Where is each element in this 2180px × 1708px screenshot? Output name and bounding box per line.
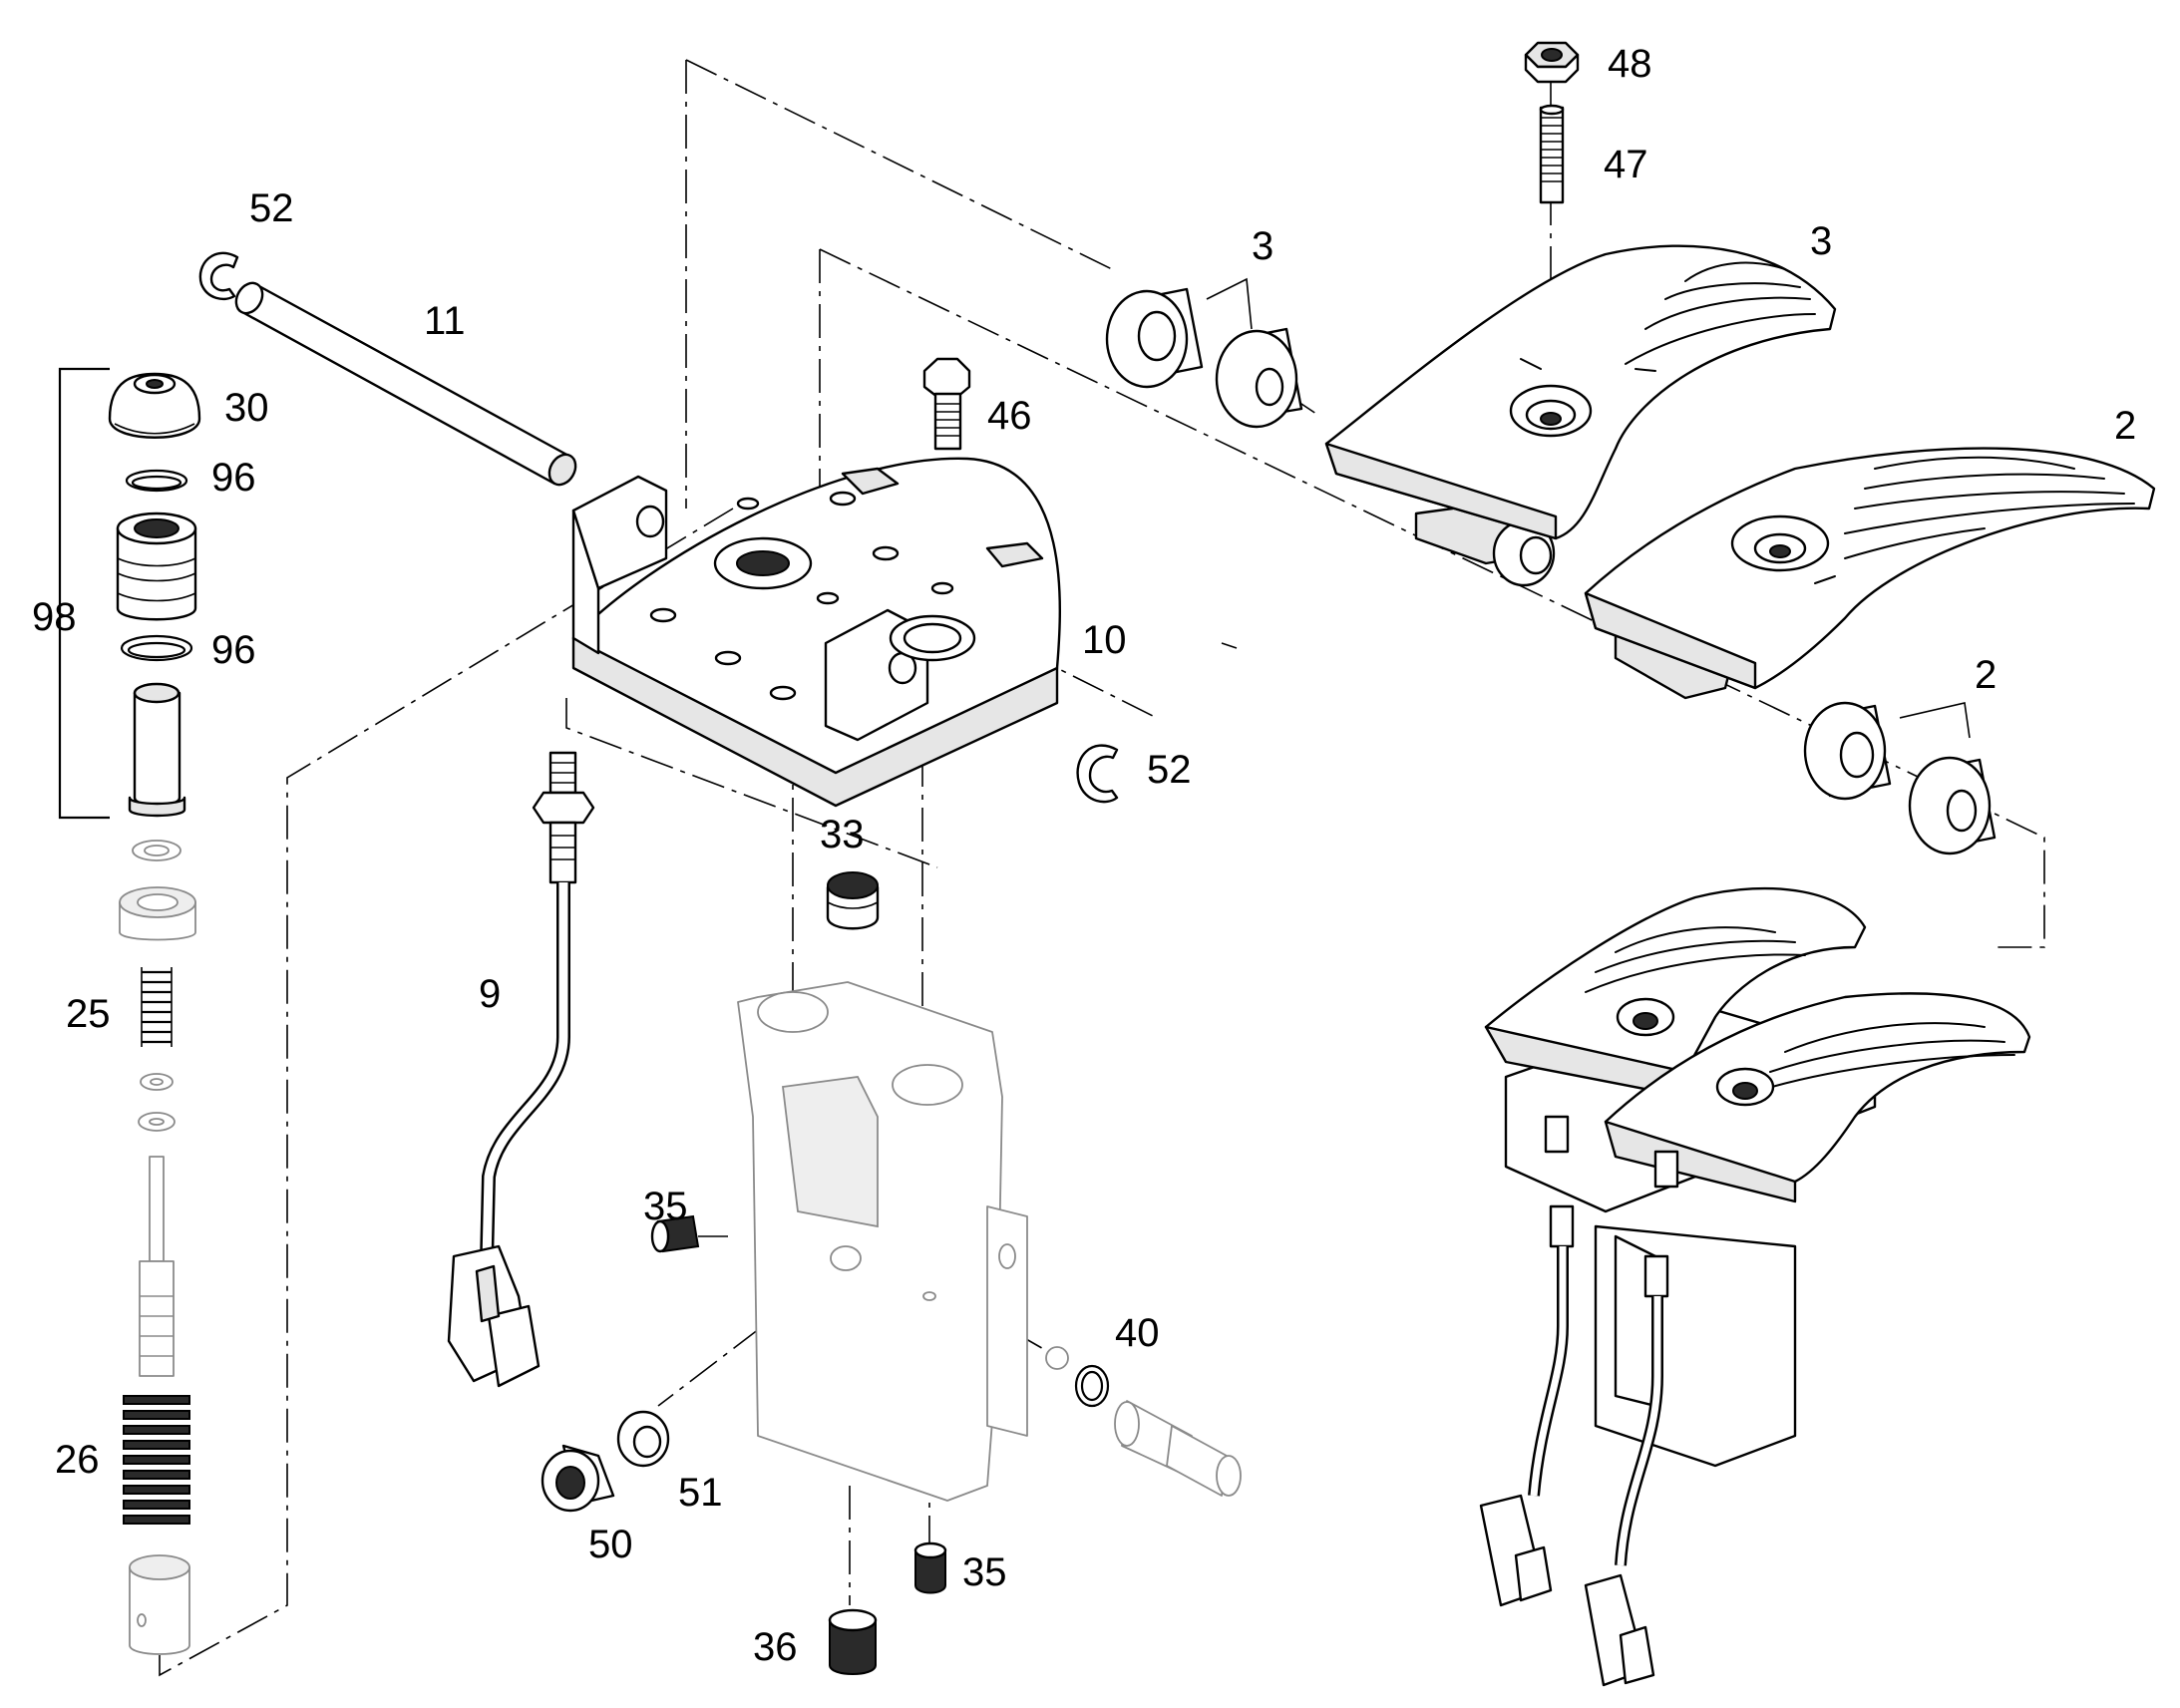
plunger-sleeve <box>128 682 186 818</box>
callout-46: 46 <box>987 394 1032 438</box>
roller-3a <box>1105 287 1204 389</box>
callouts: 48 47 3 3 2 2 52 52 11 30 96 96 98 46 10… <box>32 42 2136 1669</box>
washer-split <box>132 840 182 861</box>
callout-52-right: 52 <box>1147 748 1192 792</box>
callout-52-top: 52 <box>249 186 294 230</box>
callout-3-pedal: 3 <box>1810 219 1832 263</box>
set-screw-35-bottom <box>913 1541 947 1594</box>
callout-30: 30 <box>224 386 269 430</box>
callout-10: 10 <box>1082 618 1127 662</box>
o-ring-40 <box>1074 1364 1110 1408</box>
roller-2a <box>1803 701 1892 801</box>
fitting <box>1114 1400 1242 1497</box>
circlip-52-right <box>1076 744 1119 804</box>
callout-96-top: 96 <box>211 456 256 500</box>
callout-47: 47 <box>1604 143 1648 186</box>
callout-36: 36 <box>753 1625 798 1669</box>
roller-3b <box>1215 327 1303 429</box>
spring-25 <box>141 967 173 1047</box>
ball-40 <box>1045 1346 1069 1370</box>
bushing <box>129 1554 190 1655</box>
callout-35-bottom: 35 <box>962 1550 1007 1594</box>
sensor-9 <box>447 751 595 1388</box>
stud-47 <box>1539 104 1565 204</box>
callout-98: 98 <box>32 595 77 639</box>
callout-96-bottom: 96 <box>211 628 256 672</box>
callout-26: 26 <box>55 1438 100 1482</box>
callout-35-top: 35 <box>643 1185 688 1228</box>
set-screw-35-top <box>650 1214 700 1253</box>
nut-48 <box>1524 41 1580 84</box>
pin-11 <box>234 281 577 487</box>
callout-33: 33 <box>820 813 865 856</box>
callout-25: 25 <box>66 992 111 1036</box>
callout-48: 48 <box>1608 42 1652 86</box>
group-bracket-98 <box>58 367 110 820</box>
o-ring-96-top <box>125 469 188 493</box>
small-washers <box>138 1073 176 1132</box>
o-ring-96-bottom <box>120 634 193 662</box>
pedal-2 <box>1584 447 2156 700</box>
callout-9: 9 <box>479 972 501 1016</box>
roller-leader-3 <box>1206 277 1253 330</box>
plug-50 <box>541 1444 615 1513</box>
callout-2-pedal: 2 <box>2114 404 2136 448</box>
assembled-view <box>1479 886 2031 1687</box>
bolt-46 <box>922 357 971 451</box>
callout-11: 11 <box>424 299 466 343</box>
callout-2-rollers: 2 <box>1975 653 1997 697</box>
callout-51: 51 <box>678 1471 723 1515</box>
seal-housing <box>116 512 197 621</box>
plug-33 <box>826 871 880 930</box>
cap-30 <box>108 372 201 439</box>
callout-40: 40 <box>1115 1311 1160 1355</box>
valve-spool <box>139 1156 175 1377</box>
washer-51 <box>616 1410 670 1468</box>
spring-26 <box>123 1395 190 1525</box>
pedal-3 <box>1324 244 1837 587</box>
plug-36 <box>828 1608 878 1675</box>
roller-leader-2 <box>1899 702 1971 739</box>
spacer <box>119 886 196 941</box>
circlip-52-top <box>198 251 239 300</box>
base-plate-10 <box>571 457 1061 808</box>
roller-2b <box>1908 756 1997 855</box>
callout-3-rollers: 3 <box>1252 224 1273 268</box>
callout-50: 50 <box>588 1523 633 1566</box>
valve-body <box>737 981 1028 1502</box>
